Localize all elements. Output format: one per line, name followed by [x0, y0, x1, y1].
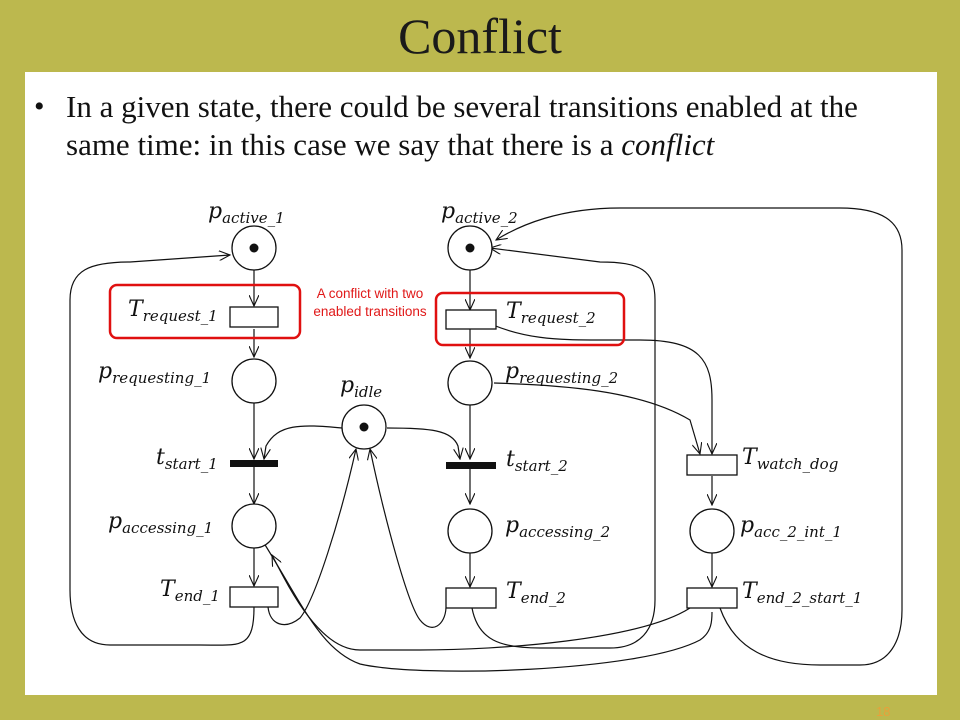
label-T-end-1: Tend_1 [160, 577, 220, 605]
bullet-text-main: In a given state, there could be several… [66, 89, 858, 162]
place-p-active-1 [231, 225, 277, 271]
arc-end2-to-active2 [471, 248, 656, 649]
transition-T-end-2-start-1 [686, 587, 738, 609]
arc-accessing1-sweep [261, 539, 713, 672]
label-p-requesting-1: prequesting_1 [98, 359, 211, 387]
transition-T-watch-dog [686, 454, 738, 476]
conflict-annotation: A conflict with two enabled transitions [313, 286, 427, 319]
transition-t-start-2 [446, 462, 496, 469]
label-t-start-2: tstart_2 [506, 447, 568, 475]
place-p-active-2 [447, 225, 493, 271]
arc-end2start1-to-active2 [496, 207, 903, 666]
arc-request2-to-watchdog [477, 317, 712, 454]
bullet-text-emphasis: conflict [621, 127, 715, 162]
label-p-accessing-1: paccessing_1 [108, 509, 213, 537]
label-T-end-2-start-1: Tend_2_start_1 [742, 579, 862, 607]
transition-T-end-2 [445, 587, 497, 609]
arc-end2-to-idle [370, 449, 447, 628]
token-icon [465, 243, 475, 253]
transition-T-end-1 [229, 586, 279, 608]
page-number: 18 [876, 704, 891, 719]
place-p-requesting-1 [231, 358, 277, 404]
label-p-active-2: pactive_2 [441, 199, 518, 227]
arc-end1-to-idle [267, 449, 356, 626]
label-T-watch-dog: Twatch_dog [742, 445, 838, 473]
place-p-accessing-2 [447, 508, 493, 554]
bullet-marker: • [34, 90, 45, 123]
label-p-requesting-2: prequesting_2 [505, 359, 618, 387]
label-t-start-1: tstart_1 [156, 445, 218, 473]
token-icon [249, 243, 259, 253]
token-icon [359, 422, 369, 432]
arc-end1-to-active1 [69, 255, 255, 646]
conflict-highlight-request-2 [434, 291, 626, 347]
bullet-text: In a given state, there could be several… [66, 88, 926, 164]
label-T-end-2: Tend_2 [506, 579, 566, 607]
transition-T-request-2 [445, 309, 497, 330]
arc-end2start1-to-accessing1 [272, 555, 691, 651]
slide-title: Conflict [398, 8, 562, 64]
place-p-acc-2-int-1 [689, 508, 735, 554]
transition-t-start-1 [230, 460, 278, 467]
arc-idle-to-start1 [264, 425, 343, 459]
conflict-highlight-request-1 [108, 283, 302, 340]
label-T-request-2: Trequest_2 [506, 299, 596, 327]
place-p-accessing-1 [231, 503, 277, 549]
label-p-acc-2-int-1: pacc_2_int_1 [740, 513, 842, 541]
label-p-accessing-2: paccessing_2 [505, 513, 610, 541]
label-p-idle: pidle [340, 373, 382, 401]
place-p-idle [341, 404, 387, 450]
label-p-active-1: pactive_1 [208, 199, 285, 227]
arc-idle-to-start2 [386, 427, 460, 459]
arc-requesting2-to-watchdog [493, 382, 700, 454]
label-T-request-1: Trequest_1 [128, 297, 218, 325]
place-p-requesting-2 [447, 360, 493, 406]
transition-T-request-1 [229, 306, 279, 328]
